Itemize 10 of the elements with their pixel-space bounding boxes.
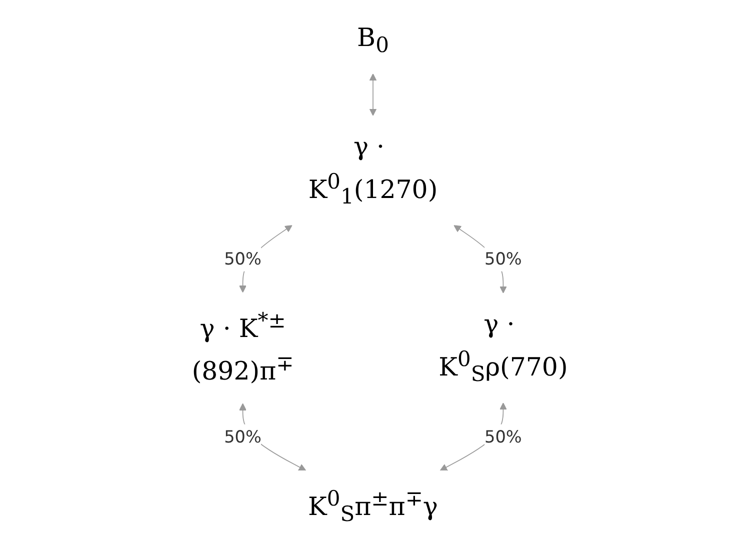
node-text: K$^{0}$$_{S}$π$^{±}$π$^{∓}$γ bbox=[308, 486, 438, 526]
edge-label: 50% bbox=[484, 248, 522, 269]
node-text: γ · K$^{0}$$_{S}$ρ(770) bbox=[438, 310, 568, 386]
edge-label: 50% bbox=[224, 248, 262, 269]
arrow bbox=[369, 74, 377, 116]
node-text: γ · K$^{0}$$_{1}$(1270) bbox=[308, 132, 438, 209]
node-text: γ · K$^{*±}$(892)π$^{∓}$ bbox=[192, 308, 294, 386]
node-text: B$_{0}$ bbox=[357, 24, 389, 58]
edge-label: 50% bbox=[224, 426, 262, 447]
edge-label: 50% bbox=[484, 426, 522, 447]
